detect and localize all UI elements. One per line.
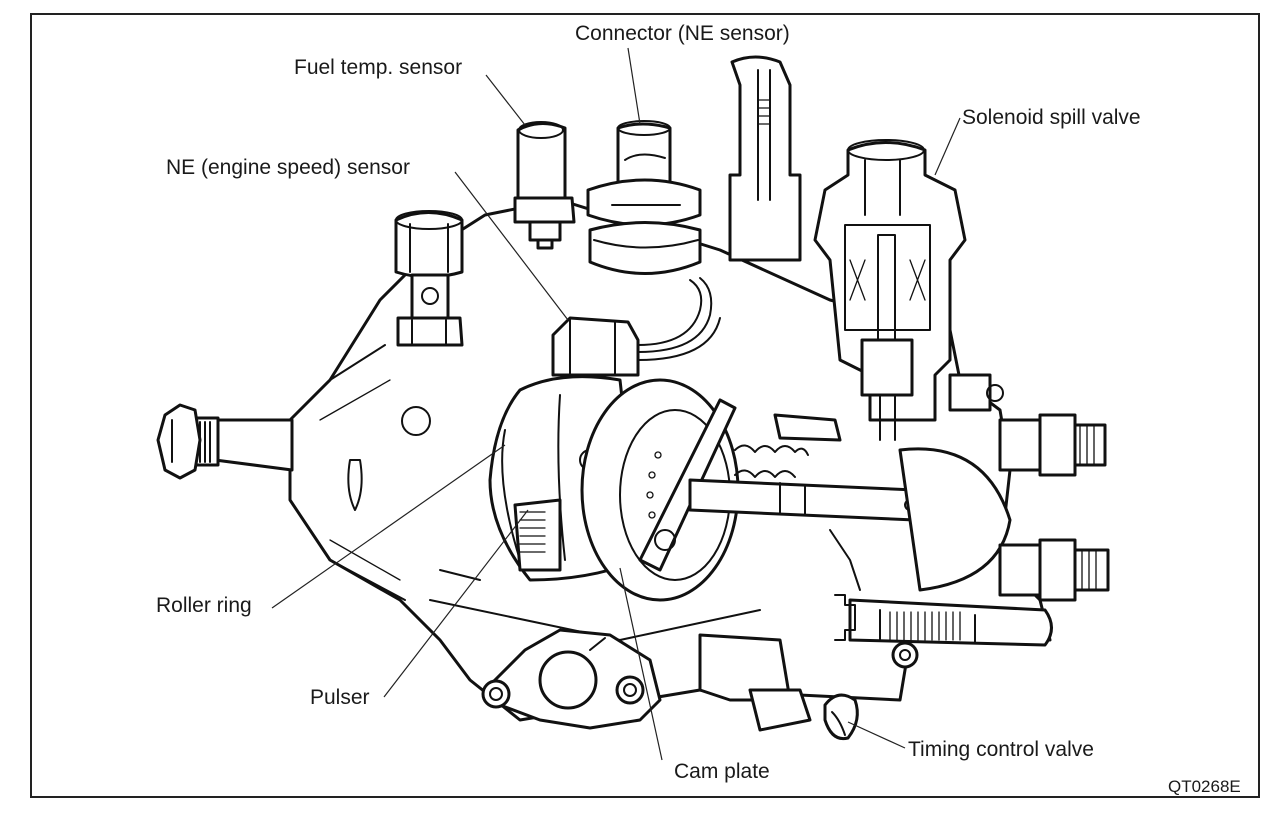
label-pulser: Pulser bbox=[310, 686, 370, 709]
leader-connector-ne-sensor bbox=[627, 47, 641, 125]
leader-fuel-temp-sensor bbox=[485, 74, 526, 126]
fuel-temp-sensor-part bbox=[513, 121, 576, 250]
leader-solenoid-spill-valve bbox=[934, 117, 961, 176]
solenoid-spill-valve-part bbox=[813, 139, 967, 441]
label-cam-plate: Cam plate bbox=[674, 760, 770, 783]
label-connector-ne-sensor: Connector (NE sensor) bbox=[575, 22, 790, 45]
drive-shaft bbox=[156, 403, 294, 480]
ne-connector-part bbox=[586, 120, 702, 275]
timing-control-valve-part bbox=[823, 693, 859, 741]
leader-roller-ring bbox=[271, 444, 506, 609]
label-ne-engine-speed-sensor: NE (engine speed) sensor bbox=[166, 156, 410, 179]
central-fitting bbox=[728, 55, 802, 262]
banjo-fitting bbox=[394, 210, 464, 347]
leader-pulser bbox=[383, 509, 529, 698]
label-solenoid-spill-valve: Solenoid spill valve bbox=[962, 106, 1141, 129]
leader-timing-control-valve bbox=[847, 721, 906, 749]
label-fuel-temp-sensor: Fuel temp. sensor bbox=[294, 56, 463, 79]
lower-flange bbox=[481, 628, 662, 730]
bottom-bracket bbox=[698, 633, 919, 732]
figure-code: QT0268E bbox=[1168, 777, 1241, 796]
ne-sensor-part bbox=[551, 277, 721, 377]
leader-cam-plate bbox=[619, 567, 663, 761]
label-timing-control-valve: Timing control valve bbox=[908, 738, 1094, 761]
leader-ne-engine-speed-sensor bbox=[454, 171, 569, 321]
plunger-assembly bbox=[688, 413, 917, 522]
label-roller-ring: Roller ring bbox=[156, 594, 252, 617]
timing-piston bbox=[834, 594, 1053, 647]
cam-plate-part bbox=[580, 378, 740, 602]
distributor-head bbox=[829, 373, 1110, 602]
leader-lines bbox=[271, 47, 961, 761]
